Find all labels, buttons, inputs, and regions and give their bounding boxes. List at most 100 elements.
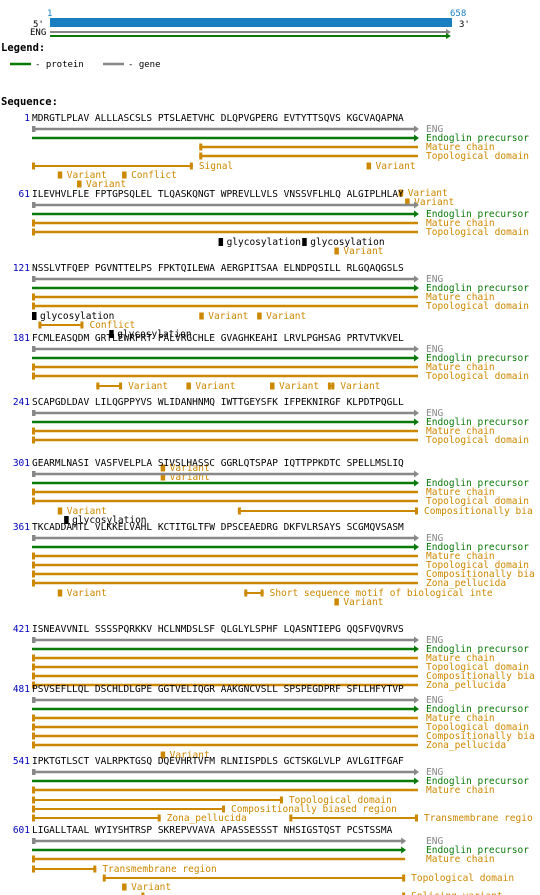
track-label: ENG bbox=[426, 274, 443, 285]
track-label: Endoglin precursor bbox=[426, 283, 529, 294]
glycosylation-site-marker bbox=[109, 330, 114, 338]
track-gene-start-cap bbox=[32, 126, 36, 132]
track-gene-arrow bbox=[414, 275, 419, 283]
feature-point-label: Variant bbox=[343, 246, 383, 257]
feature-range-label: Variant bbox=[128, 381, 168, 392]
track-gene-arrow bbox=[414, 125, 419, 133]
track-label: Zona_pellucida bbox=[426, 740, 506, 751]
block-start-number: 1 bbox=[24, 113, 30, 124]
track-feature-start-cap bbox=[32, 741, 35, 749]
block-start-number: 61 bbox=[19, 189, 31, 200]
feature-range-label: Transmembrane region bbox=[102, 864, 216, 875]
overview-track-label: ENG bbox=[30, 28, 46, 38]
block-sequence: FCMLEASQDM GRTLEWRPRT PALVRGCHLE GVAGHKE… bbox=[32, 333, 404, 344]
track-gene-start-cap bbox=[32, 410, 36, 416]
track-label: Zona_pellucida bbox=[426, 680, 506, 691]
feature-point-label: Variant bbox=[376, 161, 416, 172]
track-feature-start-cap bbox=[32, 672, 35, 680]
feature-point-label: Variant bbox=[208, 311, 248, 322]
feature-range-end bbox=[260, 589, 264, 597]
feature-range-label: Compositionally biased region bbox=[231, 804, 397, 815]
block-sequence: IPKTGTLSCT VALRPKTGSQ DQEVHRTVFM RLNIISP… bbox=[32, 756, 404, 767]
glycosylation-site-marker bbox=[64, 516, 69, 524]
track-gene-start-cap bbox=[32, 838, 36, 844]
track-protein-arrow bbox=[414, 284, 419, 292]
track-label: Endoglin precursor bbox=[426, 478, 529, 489]
feature-point-label: Variant bbox=[86, 179, 126, 190]
feature-range-label: Variant bbox=[340, 381, 380, 392]
track-label: Mature chain bbox=[426, 426, 495, 437]
block-sequence: GEARMLNASI VASFVELPLA SIVSLHASSC GGRLQTS… bbox=[32, 458, 404, 469]
overview-five-prime: 5' bbox=[33, 20, 44, 30]
track-gene-start-cap bbox=[32, 346, 36, 352]
track-gene-arrow bbox=[414, 345, 419, 353]
block-sequence: SCAPGDLDAV LILQGPPYVS WLIDANHNMQ IWTTGEY… bbox=[32, 397, 404, 408]
overview-bar bbox=[50, 18, 452, 27]
track-label: Topological domain bbox=[426, 722, 529, 733]
track-feature-start-cap bbox=[32, 363, 35, 371]
block-sequence: LIGALLTAAL WYIYSHTRSP SKREPVVAVA APASSES… bbox=[32, 825, 393, 836]
feature-range-end bbox=[119, 382, 123, 390]
track-gene-start-cap bbox=[32, 637, 36, 643]
feature-point-marker bbox=[77, 180, 82, 188]
overview-start: 1 bbox=[47, 9, 52, 19]
track-label: ENG bbox=[426, 408, 443, 419]
feature-range-label: Zona_pellucida bbox=[167, 813, 247, 824]
feature-range-start bbox=[141, 892, 145, 895]
glycosylation-site-label: glycosylation bbox=[40, 311, 114, 322]
track-feature-start-cap bbox=[32, 663, 35, 671]
block-sequence: ISNEAVVNIL SSSSPQRKKV HCLNMDSLSF QLGLYLS… bbox=[32, 624, 404, 635]
block-sequence: TKCADDAMTL VLKKELVAHL KCTITGLTFW DPSCEAE… bbox=[32, 522, 404, 533]
legend-title: Legend: bbox=[1, 42, 45, 54]
feature-point-label: Conflict bbox=[131, 170, 177, 181]
track-label: Mature chain bbox=[426, 487, 495, 498]
track-gene-arrow bbox=[401, 837, 407, 845]
track-label: ENG bbox=[426, 767, 443, 778]
overview-gene-arrow bbox=[446, 29, 451, 35]
feature-range-end bbox=[415, 507, 418, 515]
track-feature-start-cap bbox=[32, 786, 35, 794]
track-protein-arrow bbox=[414, 777, 419, 785]
track-label: Mature chain bbox=[426, 653, 495, 664]
feature-point-label: Variant bbox=[67, 170, 107, 181]
feature-point-marker bbox=[57, 507, 63, 515]
track-protein-arrow bbox=[414, 354, 419, 362]
track-protein-arrow bbox=[414, 543, 419, 551]
track-label: Mature chain bbox=[426, 218, 495, 229]
feature-point-marker bbox=[186, 382, 191, 390]
track-feature-start-cap bbox=[32, 372, 35, 380]
track-protein-arrow bbox=[401, 846, 407, 854]
glycosylation-site-marker bbox=[32, 312, 37, 320]
track-gene-arrow bbox=[414, 768, 419, 776]
feature-point-marker bbox=[160, 464, 166, 472]
track-label: Mature chain bbox=[426, 854, 495, 865]
feature-range-end bbox=[222, 805, 225, 813]
track-label: Compositionally bia bbox=[426, 569, 535, 580]
feature-range-end bbox=[93, 865, 97, 873]
block-sequence: ILEVHVLFLE FPTGPSQLEL TLQASKQNGT WPREVLL… bbox=[32, 189, 404, 200]
track-label: Topological domain bbox=[426, 301, 529, 312]
track-label: Zona_pellucida bbox=[426, 578, 506, 589]
track-label: Compositionally bia bbox=[426, 731, 535, 742]
track-gene-arrow bbox=[414, 636, 419, 644]
track-feature-start-cap bbox=[32, 427, 35, 435]
track-feature-start-cap bbox=[32, 293, 35, 301]
block-sequence: NSSLVTFQEP PGVNTTELPS FPKTQILEWA AERGPIT… bbox=[32, 263, 404, 274]
legend-protein-label: - protein bbox=[35, 60, 84, 70]
track-label: Topological domain bbox=[426, 151, 529, 162]
track-gene-arrow bbox=[414, 201, 419, 209]
feature-range-label: Signal bbox=[199, 161, 233, 172]
overview: 1 658 5' 3' ENG bbox=[30, 9, 470, 39]
feature-point-marker bbox=[334, 598, 339, 606]
track-gene-start-cap bbox=[32, 535, 36, 541]
track-label: Topological domain bbox=[426, 371, 529, 382]
track-feature-start-cap bbox=[32, 228, 35, 236]
track-label: Compositionally bia bbox=[426, 671, 535, 682]
feature-point-marker bbox=[122, 883, 127, 891]
feature-point-marker bbox=[160, 751, 166, 759]
